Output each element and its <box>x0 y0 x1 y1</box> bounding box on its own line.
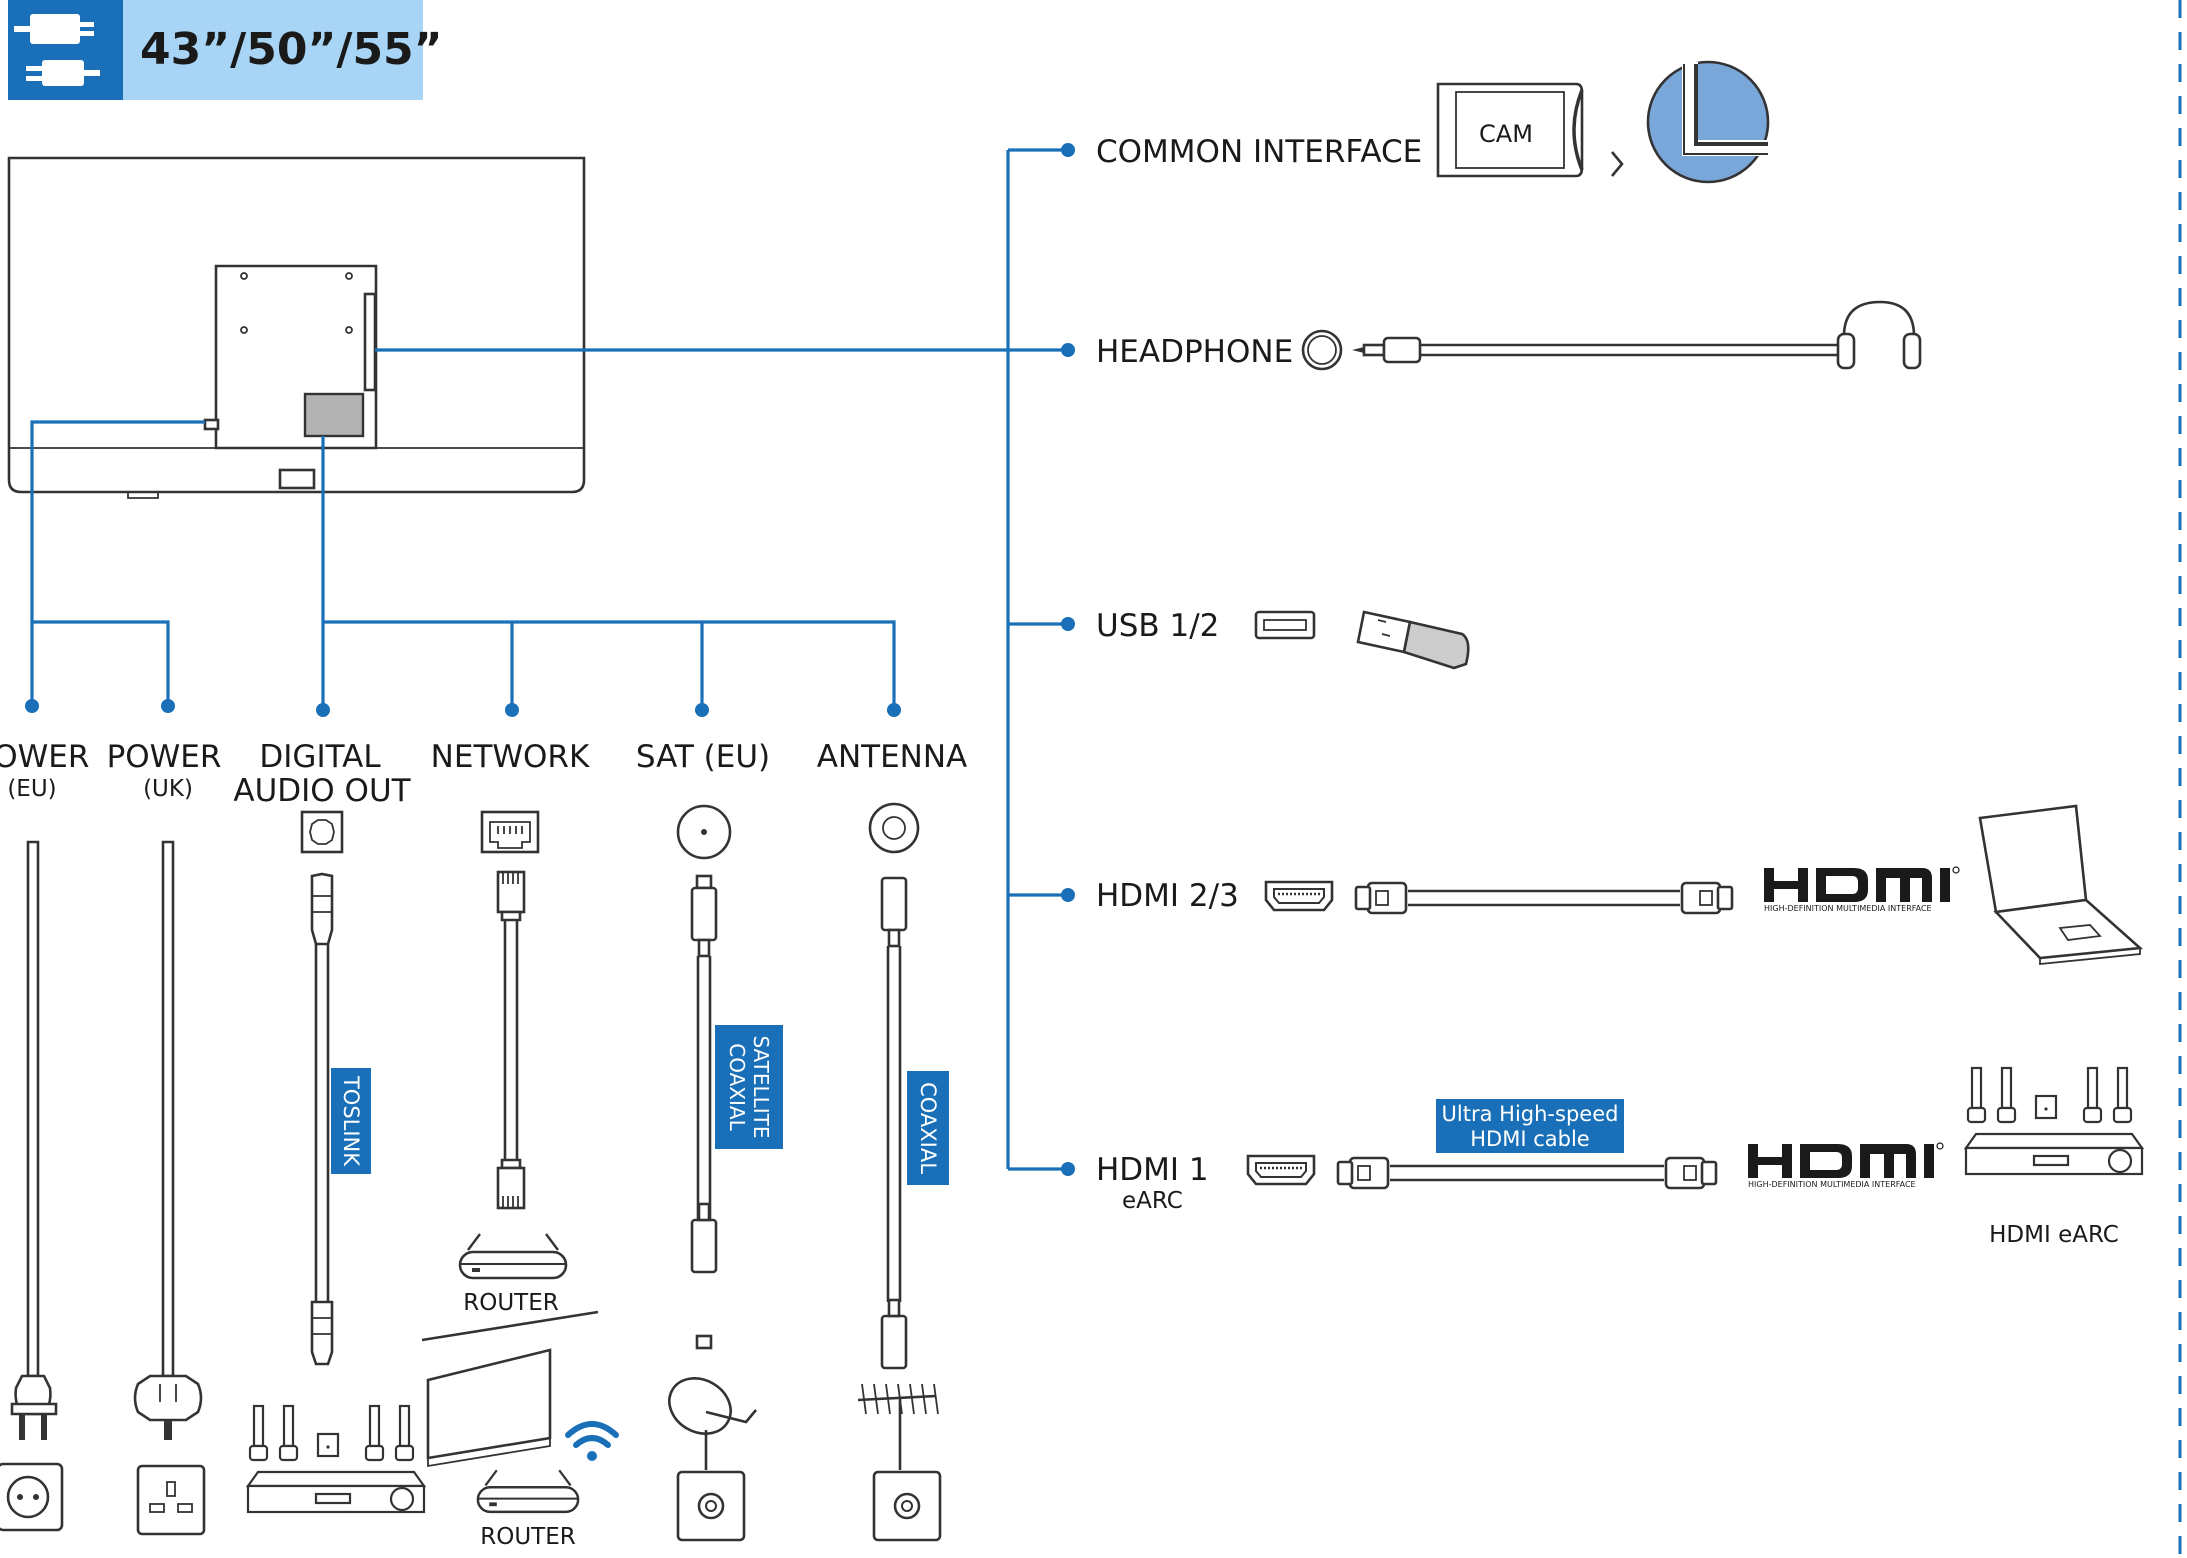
port-power-eu-sub: (EU) <box>7 776 56 802</box>
power-uk-cable <box>133 840 203 1440</box>
sat-wall-outlet-icon <box>676 1470 746 1542</box>
toslink-tag <box>331 1068 371 1174</box>
wifi-icon <box>565 1421 619 1461</box>
port-power-eu: POWER (EU) <box>0 739 89 802</box>
cable-icon <box>14 14 100 86</box>
satellite-tag-line-2: COAXIAL <box>725 1043 749 1131</box>
network-divider <box>421 1310 599 1342</box>
audio-system-icon <box>246 1404 426 1514</box>
uk-socket-icon <box>136 1464 206 1536</box>
router-icon <box>458 1232 568 1280</box>
port-power-uk-sub: (UK) <box>143 776 193 802</box>
hdmi-cable-note-box <box>1436 1099 1624 1153</box>
cam-slot-zoom-icon <box>1646 60 1770 184</box>
hdmi23-logo-sub: HIGH-DEFINITION MULTIMEDIA INTERFACE <box>1764 904 1932 913</box>
common-interface-label: COMMON INTERFACE <box>1096 134 1422 170</box>
hdmi1-port-icon <box>1246 1154 1316 1186</box>
headphones-icon <box>1836 300 1922 370</box>
wireless-router-caption: ROUTER <box>480 1524 576 1550</box>
ethernet-cable <box>496 870 526 1210</box>
bottom-bus-lines <box>30 420 896 710</box>
tv-antenna-icon <box>857 1383 939 1470</box>
toslink-tag-label: TOSLINK <box>339 1075 363 1167</box>
hdmi23-label: HDMI 2/3 <box>1096 878 1239 914</box>
hdmi1-cable <box>1336 1156 1718 1190</box>
satellite-cable <box>690 874 718 1350</box>
hdmi23-cable <box>1354 881 1734 915</box>
hdmi1-label: HDMI 1 <box>1096 1152 1209 1188</box>
header-size-label: 43”/50”/55” <box>140 24 443 75</box>
uk-plug-icon <box>133 1374 203 1422</box>
hdmi23-port-icon <box>1264 880 1334 912</box>
earc-device-caption: HDMI eARC <box>1989 1222 2119 1248</box>
coaxial-tag-label: COAXIAL <box>916 1082 940 1174</box>
insert-direction-icon <box>1611 151 1624 177</box>
hdmi23-logo: HIGH-DEFINITION MULTIMEDIA INTERFACE <box>1763 866 1960 913</box>
hdmi1-sub: eARC <box>1122 1188 1183 1214</box>
eu-socket-icon <box>0 1462 64 1532</box>
optical-port-icon <box>300 810 344 854</box>
port-digital-audio-label-2: AUDIO OUT <box>233 773 411 809</box>
cam-card-icon: CAM <box>1436 82 1584 178</box>
header-title-box <box>123 0 423 100</box>
port-sat-label: SAT (EU) <box>636 739 770 775</box>
port-power-uk-label: POWER <box>107 739 222 775</box>
side-port-strip <box>363 292 377 392</box>
coaxial-tag <box>907 1071 949 1185</box>
router-caption: ROUTER <box>463 1290 559 1316</box>
usb-port-icon <box>1254 610 1316 640</box>
port-power-uk: POWER (UK) <box>107 739 222 802</box>
rear-port-block <box>303 392 365 438</box>
cam-card-label: CAM <box>1479 120 1533 148</box>
tv-back-panel <box>7 156 586 499</box>
ethernet-port-icon <box>480 810 540 854</box>
headphone-cable <box>1352 336 1838 364</box>
sat-port-icon <box>676 804 732 860</box>
port-network-label: NETWORK <box>431 739 590 775</box>
satellite-tag-line-1: SATELLITE <box>749 1035 773 1138</box>
wireless-tv-icon <box>426 1348 552 1468</box>
hdmi-cable-note-line-2: HDMI cable <box>1470 1127 1589 1151</box>
port-digital-audio-out: DIGITAL AUDIO OUT <box>233 739 411 809</box>
satellite-coaxial-tag <box>715 1025 783 1149</box>
headphone-label: HEADPHONE <box>1096 334 1293 370</box>
earc-audio-system-icon <box>1964 1066 2144 1176</box>
hdmi-cable-note-line-1: Ultra High-speed <box>1442 1102 1619 1126</box>
hdmi1-logo: HIGH-DEFINITION MULTIMEDIA INTERFACE <box>1747 1142 1944 1189</box>
port-antenna-label: ANTENNA <box>817 739 968 775</box>
usb-stick-icon <box>1356 610 1470 670</box>
power-eu-cable <box>10 840 58 1440</box>
port-power-eu-label: POWER <box>0 739 89 775</box>
hdmi1-logo-sub: HIGH-DEFINITION MULTIMEDIA INTERFACE <box>1748 1180 1916 1189</box>
bus-endpoints <box>25 143 1075 1176</box>
side-bus-lines <box>375 148 1068 1171</box>
antenna-port-icon <box>868 802 920 854</box>
antenna-cable <box>880 876 908 1370</box>
antenna-wall-outlet-icon <box>872 1470 942 1542</box>
port-digital-audio-label-1: DIGITAL <box>259 739 381 775</box>
satellite-dish-icon <box>668 1377 757 1470</box>
toslink-cable <box>310 872 334 1366</box>
laptop-icon <box>1978 804 2144 965</box>
headphone-jack-icon <box>1301 329 1343 371</box>
wireless-router-icon <box>476 1469 580 1514</box>
usb-label: USB 1/2 <box>1096 608 1219 644</box>
